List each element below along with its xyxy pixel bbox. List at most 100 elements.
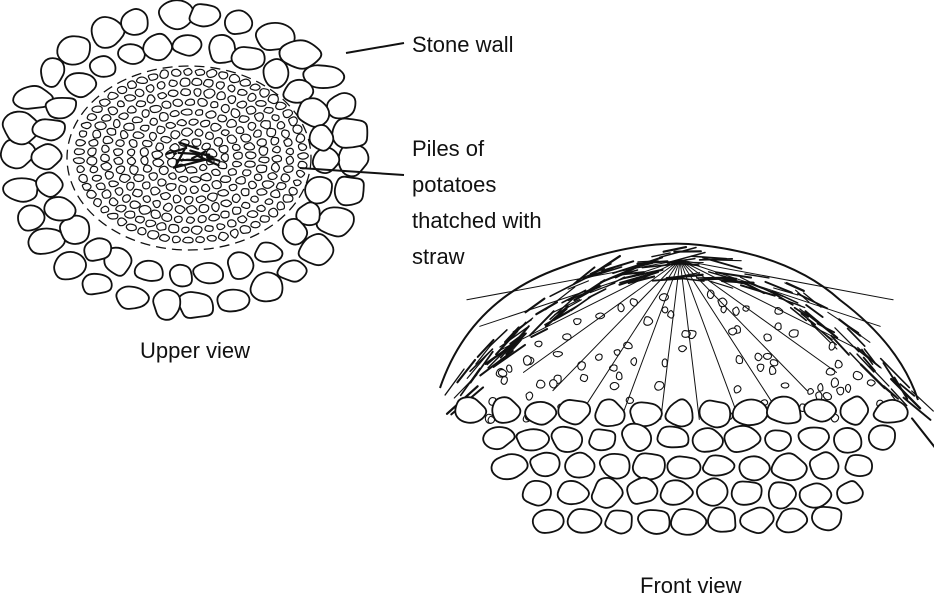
wall-stone xyxy=(327,93,355,118)
potato xyxy=(272,155,281,162)
potato-squiggle xyxy=(781,383,789,388)
wall-stone xyxy=(840,396,868,424)
wall-stone xyxy=(724,426,760,452)
potato xyxy=(208,193,218,201)
potato xyxy=(183,237,193,243)
potato xyxy=(108,92,118,99)
potato xyxy=(206,132,214,139)
potato xyxy=(257,205,265,211)
potato xyxy=(265,199,273,205)
potato-squiggle xyxy=(826,368,835,375)
potato xyxy=(228,96,236,104)
wall-stone xyxy=(558,481,589,504)
potato xyxy=(284,166,293,172)
wall-stone xyxy=(595,399,624,426)
wall-stone xyxy=(143,34,172,60)
potato-squiggle xyxy=(655,382,664,391)
potato xyxy=(117,86,126,93)
potato xyxy=(136,101,145,107)
potato xyxy=(201,120,210,127)
potato-squiggle xyxy=(507,365,512,372)
potato-squiggle xyxy=(853,371,862,379)
potato xyxy=(175,206,185,214)
potato xyxy=(79,174,87,182)
potato-squiggle xyxy=(596,354,603,360)
potato xyxy=(77,166,84,173)
potato xyxy=(189,119,198,125)
wall-stone xyxy=(699,401,730,428)
potato xyxy=(276,183,285,190)
wall-stone xyxy=(310,125,334,151)
potato xyxy=(198,216,206,223)
wall-stone xyxy=(703,455,735,475)
potato xyxy=(247,211,257,218)
wall-stone xyxy=(483,427,515,449)
wall-stone xyxy=(777,508,808,532)
potato xyxy=(209,214,220,221)
potato xyxy=(195,110,202,116)
wall-stone xyxy=(708,507,735,531)
potato xyxy=(87,157,97,165)
potato xyxy=(259,147,268,156)
upper-view-caption: Upper view xyxy=(140,336,250,365)
potato xyxy=(221,211,229,218)
thatch-stroke xyxy=(828,312,859,332)
potato-squiggle xyxy=(536,380,544,388)
wall-stone xyxy=(767,397,801,424)
potato xyxy=(96,183,105,189)
wall-stone xyxy=(116,286,149,308)
wall-stone xyxy=(153,290,180,320)
potato xyxy=(190,177,201,183)
potato-squiggle xyxy=(631,358,637,366)
potato xyxy=(174,216,182,222)
potato xyxy=(135,216,144,223)
potato xyxy=(200,164,207,170)
wall-stone xyxy=(231,47,264,70)
wall-stone xyxy=(667,456,700,478)
potato xyxy=(109,198,117,206)
potato xyxy=(229,184,237,190)
potato xyxy=(214,138,222,147)
potato xyxy=(177,120,186,126)
potato xyxy=(198,99,207,107)
wall-stone xyxy=(525,402,556,425)
potato xyxy=(238,89,247,95)
wall-stone xyxy=(36,172,63,197)
potato xyxy=(267,128,276,136)
potato xyxy=(228,220,236,227)
potato xyxy=(149,173,157,181)
potato xyxy=(207,235,216,241)
potato xyxy=(233,207,241,214)
potato-squiggle xyxy=(763,353,771,359)
potato xyxy=(202,184,210,191)
potato xyxy=(148,74,157,80)
wall-stone xyxy=(193,263,223,283)
potato xyxy=(195,129,203,136)
stone-wall-leader-line xyxy=(346,43,404,53)
potato xyxy=(126,224,136,231)
potato-squiggle xyxy=(770,366,776,374)
potato-squiggle xyxy=(831,378,838,387)
potato xyxy=(121,131,128,139)
potato xyxy=(105,171,113,179)
wall-stone xyxy=(732,481,762,504)
potato xyxy=(283,195,293,203)
potato xyxy=(271,163,279,172)
potato xyxy=(239,116,249,123)
wall-stone xyxy=(492,454,528,479)
wall-stone xyxy=(332,119,367,148)
wall-stone xyxy=(54,252,86,280)
potato xyxy=(102,190,111,198)
potato xyxy=(298,153,309,159)
wall-stone xyxy=(228,252,254,279)
potato xyxy=(262,181,274,188)
potato xyxy=(259,157,269,163)
potato xyxy=(128,81,137,89)
wall-stone xyxy=(335,177,364,206)
potato xyxy=(276,102,286,109)
wall-stone xyxy=(638,510,670,534)
potato xyxy=(157,82,165,89)
potato xyxy=(289,187,297,195)
potato xyxy=(218,190,229,196)
potato xyxy=(100,99,111,106)
